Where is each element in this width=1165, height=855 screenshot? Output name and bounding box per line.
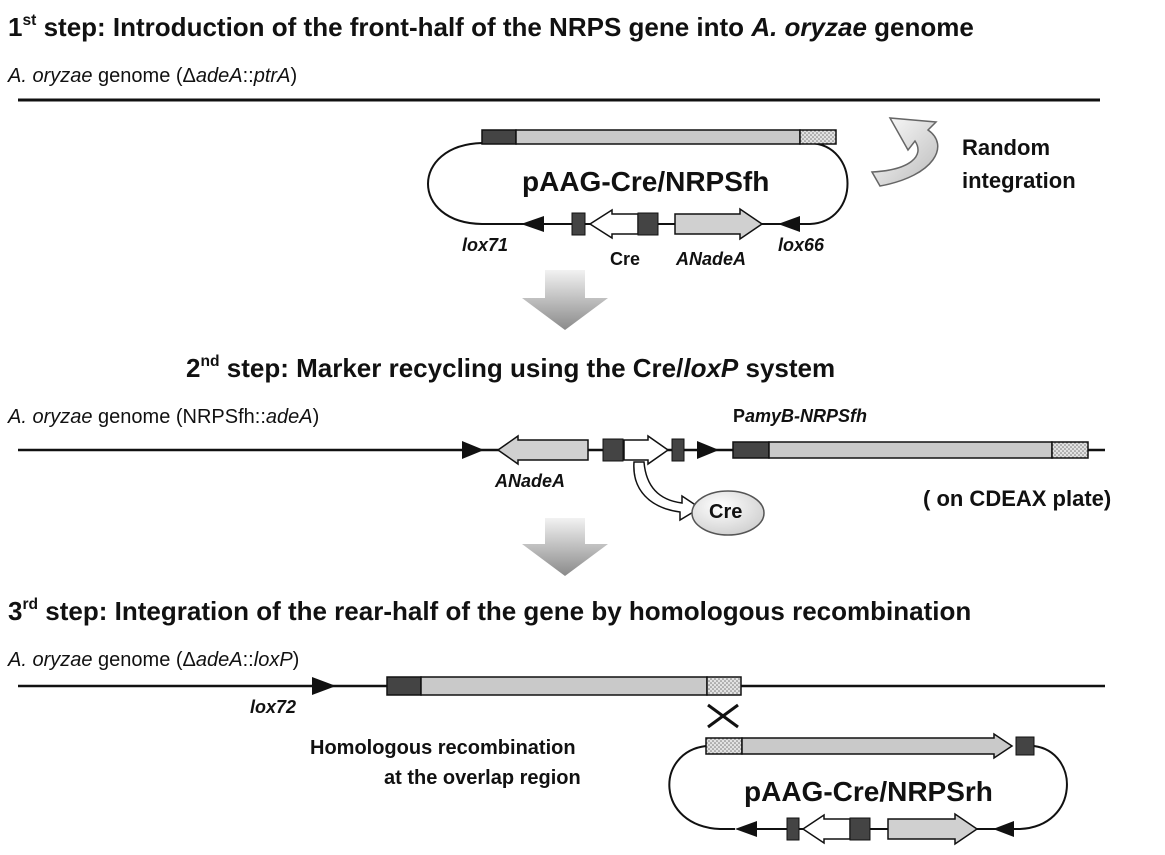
step2-genome-label: A. oryzae genome (NRPSfh::adeA) (8, 406, 320, 428)
pamyb-nrpsfh-overlap (1051, 441, 1089, 459)
plate-label: ( on CDEAX plate) (923, 486, 1112, 511)
cre-arrow-step2 (623, 434, 670, 466)
plasmid-name-step1: pAAG-Cre/NRPSfh (522, 166, 770, 197)
nrps-front-cassette-body (515, 129, 801, 145)
lox-site-left-step3 (735, 821, 757, 837)
homologous-label-line1: Homologous recombination (310, 737, 576, 759)
cre-label-step1: Cre (610, 249, 641, 269)
lox66-label: lox66 (778, 235, 825, 255)
homologous-label-line2: at the overlap region (384, 767, 581, 789)
nrpsrh-gene-arrow (741, 732, 1014, 760)
plasmid-backbone-step1 (427, 142, 849, 225)
step-arrow-2 (522, 518, 608, 576)
cre-gene-arrow (588, 208, 639, 240)
plasmid-backbone-step3 (668, 745, 1068, 830)
lox72-site (312, 677, 336, 695)
random-integration-arrow (870, 117, 939, 187)
cre-terminator-box (571, 212, 586, 236)
lox66-site (778, 216, 800, 232)
anadea-label-step1: ANadeA (676, 249, 747, 269)
cre-terminator-box-step3 (786, 817, 800, 841)
anadea-label-step2: ANadeA (495, 471, 566, 491)
integration-label: integration (962, 168, 1076, 193)
cre-promoter-box-step3 (849, 817, 871, 841)
step1-genome-label: A. oryzae genome (ΔadeA::ptrA) (8, 65, 298, 87)
cre-promoter-box-step2 (602, 438, 624, 462)
cre-expression-arrow (633, 461, 702, 522)
genome-nrps-start-step3 (386, 676, 422, 696)
pamyb-label: PamyB-NRPSfh (733, 406, 868, 426)
pamyb-nrpsfh-start (732, 441, 770, 459)
nrps-front-overlap-region (799, 129, 837, 145)
lox71-label: lox71 (462, 235, 509, 255)
anadea-arrow-step3 (887, 812, 979, 846)
lox-site-left-step2 (462, 441, 484, 459)
genome-overlap-step3 (706, 676, 742, 696)
step2-title: 2nd step: Marker recycling using the Cre… (186, 353, 836, 383)
cre-protein-bubble (691, 490, 765, 536)
plasmid-name-step3: pAAG-Cre/NRPSrh (744, 776, 993, 807)
cre-arrow-step3 (801, 813, 851, 845)
step3-title: 3rd step: Integration of the rear-half o… (8, 596, 972, 626)
lox-site-right-step3 (993, 821, 1014, 837)
lox71-site (521, 216, 544, 232)
pamyb-nrpsfh-body (768, 441, 1053, 459)
genome-nrps-body-step3 (420, 676, 708, 696)
lox72-label: lox72 (250, 697, 297, 717)
random-label: Random (962, 135, 1050, 160)
cre-protein-label: Cre (709, 501, 743, 523)
cre-terminator-box-step2 (671, 438, 685, 462)
anadea-gene-arrow (674, 207, 764, 241)
step1-title: 1st step: Introduction of the front-half… (8, 12, 974, 42)
cre-promoter-box (637, 212, 659, 236)
step-arrow-1 (522, 270, 608, 330)
crossover-mark (707, 703, 739, 729)
step3-genome-label: A. oryzae genome (ΔadeA::loxP) (8, 649, 300, 671)
nrpsrh-overlap-region (705, 737, 743, 755)
nrpsrh-terminator-box (1015, 736, 1035, 756)
nrps-front-cassette-start (481, 129, 517, 145)
lox-site-right-step2 (697, 441, 719, 459)
anadea-arrow-step2 (496, 434, 589, 466)
